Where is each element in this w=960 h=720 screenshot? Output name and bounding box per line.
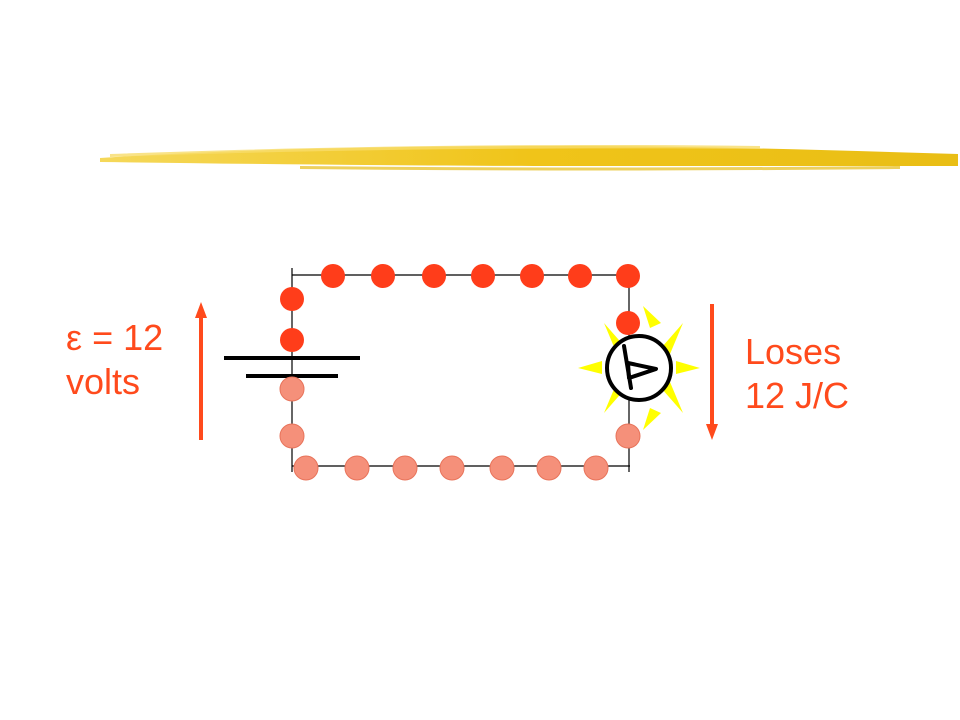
low-energy-charges [279,376,641,481]
low-energy-charge [293,455,319,481]
low-energy-charge [392,455,418,481]
circuit-wires [291,268,630,472]
high-energy-charge [280,287,304,311]
low-energy-charge [583,455,609,481]
low-energy-charge [615,423,641,449]
bulb-energy-label: Loses 12 J/C [745,330,849,418]
low-energy-charge [279,423,305,449]
emf-unit: volts [66,361,141,402]
high-energy-charge [471,264,495,288]
bulb-label-line1: Loses [745,331,842,372]
battery-icon [224,356,360,378]
light-bulb-icon [578,306,700,430]
emf-value: = 12 [92,317,164,358]
emf-symbol: ε [66,317,83,358]
high-energy-charge [422,264,446,288]
low-energy-charge [489,455,515,481]
high-energy-charges [280,264,640,352]
low-energy-charge [279,376,305,402]
emf-label: ε = 12 volts [66,316,163,404]
highlight-stroke [100,144,958,171]
high-energy-charge [371,264,395,288]
high-energy-charge [568,264,592,288]
up-arrow-icon [195,302,207,440]
high-energy-charge [321,264,345,288]
high-energy-charge [280,328,304,352]
high-energy-charge [520,264,544,288]
bulb-label-line2: 12 J/C [745,375,850,416]
high-energy-charge [616,311,640,335]
low-energy-charge [536,455,562,481]
low-energy-charge [344,455,370,481]
low-energy-charge [439,455,465,481]
down-arrow-icon [706,304,718,440]
high-energy-charge [616,264,640,288]
